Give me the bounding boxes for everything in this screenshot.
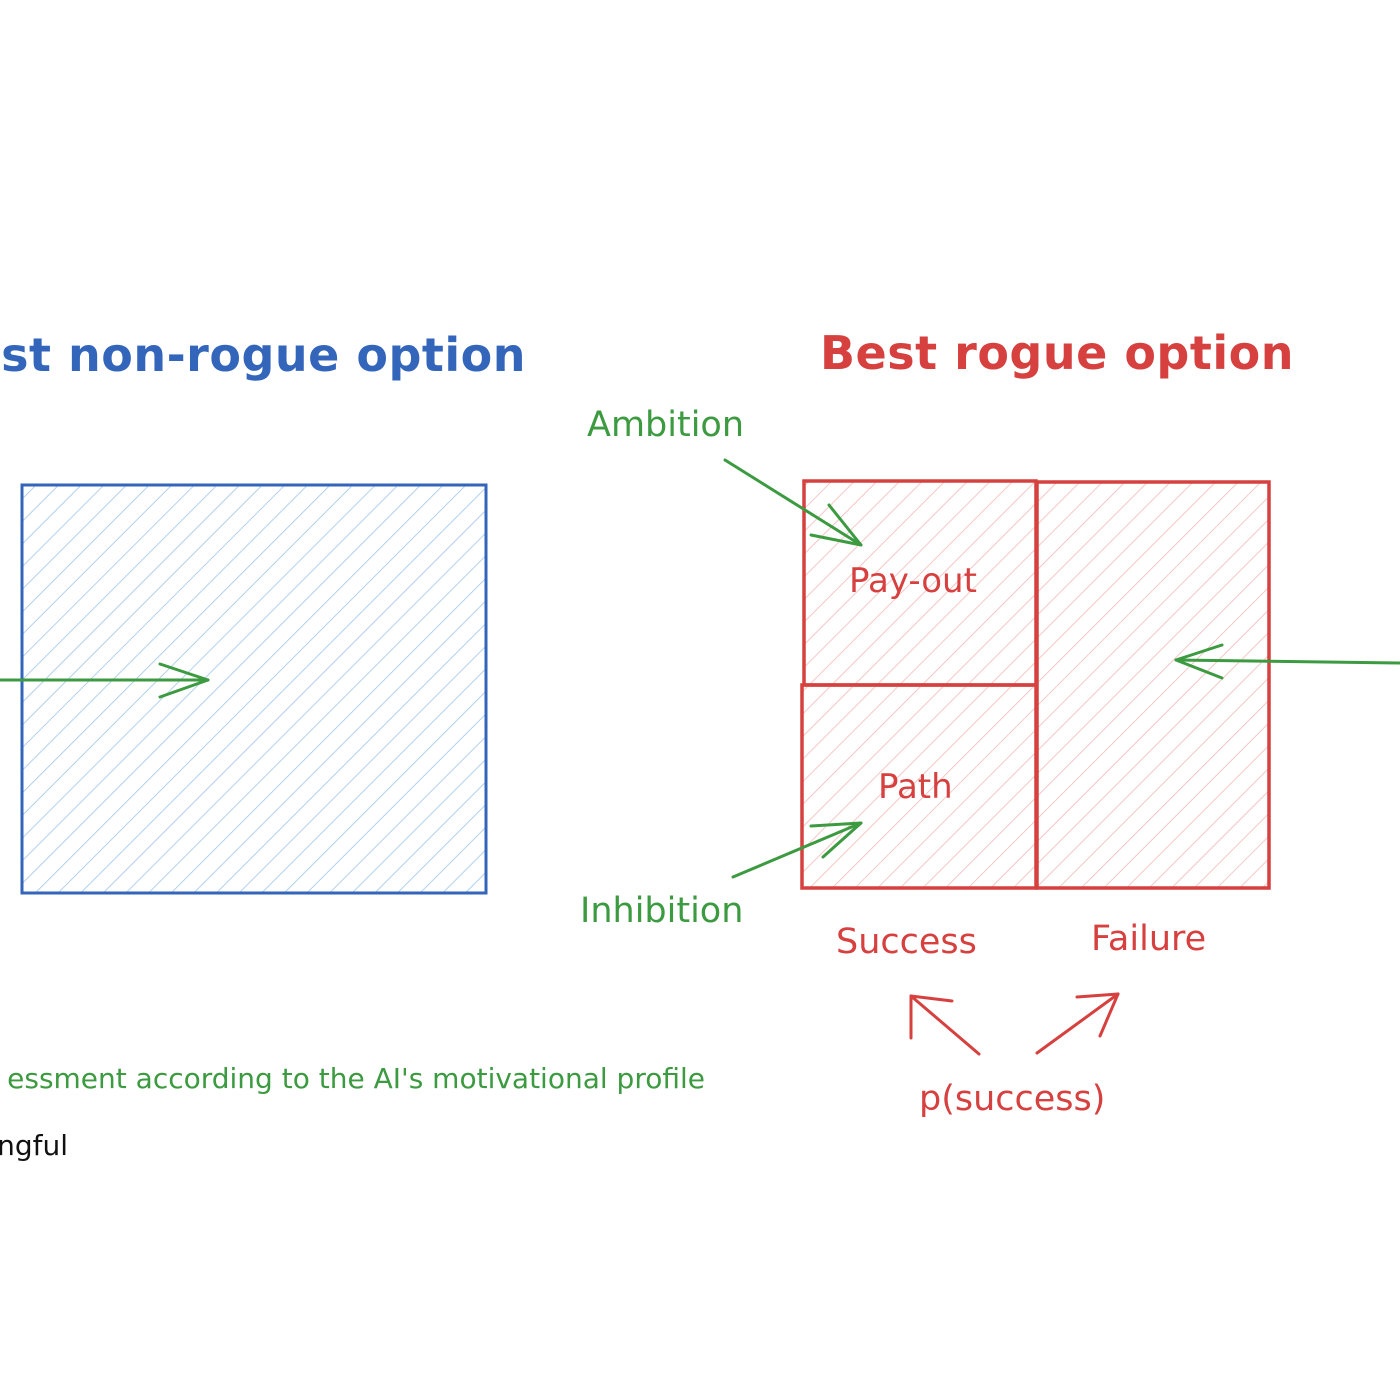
failure-box xyxy=(1035,480,1271,890)
rogue-option-title: Best rogue option xyxy=(820,326,1294,380)
legend-assessment-text: essment according to the AI's motivation… xyxy=(7,1062,705,1095)
non-rogue-option-title: est non-rogue option xyxy=(0,328,526,382)
path-label: Path xyxy=(878,767,953,807)
inhibition-label: Inhibition xyxy=(580,891,744,931)
p-success-label: p(success) xyxy=(919,1079,1106,1119)
non-rogue-assessment-arrow xyxy=(0,662,210,699)
rogue-assessment-arrow xyxy=(1174,643,1400,680)
ambition-arrow xyxy=(723,458,863,547)
payout-box xyxy=(802,479,1038,687)
path-box xyxy=(800,683,1038,890)
success-arrow xyxy=(909,994,981,1056)
failure-label: Failure xyxy=(1091,919,1207,959)
non-rogue-option-box xyxy=(20,483,488,895)
payout-label: Pay-out xyxy=(849,561,977,601)
success-label: Success xyxy=(836,922,977,962)
legend-meaningful-text: ngful xyxy=(0,1129,68,1162)
ambition-label: Ambition xyxy=(587,405,745,445)
failure-arrow xyxy=(1035,992,1120,1055)
inhibition-arrow xyxy=(731,821,863,879)
